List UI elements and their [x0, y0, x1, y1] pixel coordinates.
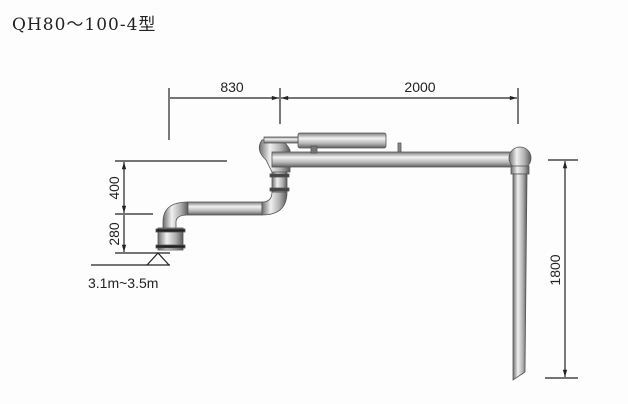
base-triangle-icon	[146, 252, 170, 266]
dim-2000: 2000	[404, 79, 435, 95]
dim-400: 400	[106, 176, 122, 200]
loading-arm	[155, 132, 532, 381]
dim-1800: 1800	[547, 254, 563, 285]
top-dimensions: 830 2000	[168, 79, 519, 140]
right-dimension: 1800	[545, 159, 578, 379]
left-dimensions: 400 280 3.1m~3.5m	[88, 160, 227, 291]
dim-280: 280	[106, 222, 122, 246]
model-title: QH80～100-4型	[12, 15, 157, 35]
dim-base-range: 3.1m~3.5m	[88, 275, 158, 291]
dim-830: 830	[220, 79, 244, 95]
